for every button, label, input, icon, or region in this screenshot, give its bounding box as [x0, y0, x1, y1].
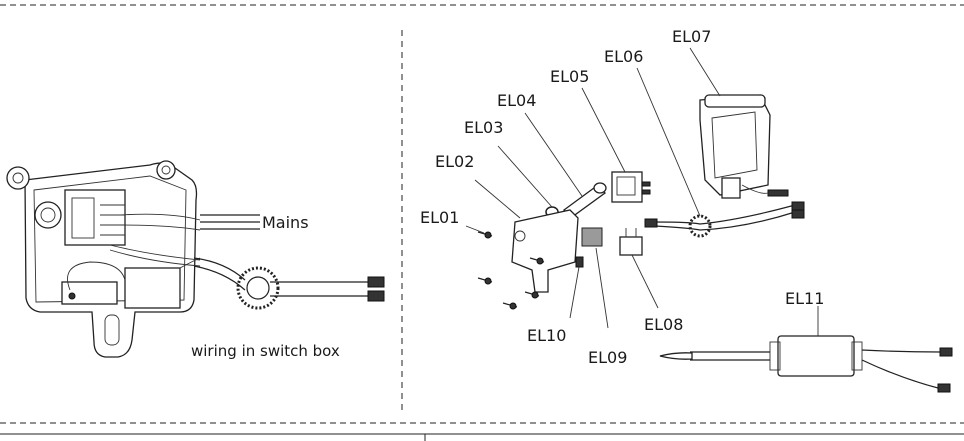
mount-hole-left [12, 172, 24, 184]
part-el08-capacitor [619, 236, 643, 256]
part-el06-cable [654, 204, 796, 225]
label-el09: EL09 [588, 348, 627, 367]
cable-port [34, 201, 62, 229]
label-el02: EL02 [435, 152, 474, 171]
internal-switch-block [64, 189, 126, 246]
exploded-parts-diagram: EL01 EL02 EL03 EL04 EL05 EL06 EL07 EL08 … [420, 27, 953, 393]
switch-box-caption: wiring in switch box [191, 342, 340, 360]
label-el08: EL08 [644, 315, 683, 334]
mount-ear-right [156, 160, 176, 180]
switch-block-detail [71, 197, 95, 239]
part-el11-filter [777, 335, 855, 377]
label-el04: EL04 [497, 91, 536, 110]
el07-connector [767, 189, 789, 197]
mains-label: Mains [262, 213, 309, 232]
part-el09-micro-switch [581, 227, 603, 247]
cable-port-inner [40, 207, 56, 223]
terminal-connector-1 [367, 276, 385, 288]
part-el05-switch [611, 171, 643, 203]
ferrite-toroid [236, 266, 280, 310]
label-el01: EL01 [420, 208, 459, 227]
part-el10 [575, 256, 584, 268]
label-el10: EL10 [527, 326, 566, 345]
label-el05: EL05 [550, 67, 589, 86]
mount-ear-left [6, 166, 30, 190]
el06-ferrite [688, 214, 712, 238]
label-el07: EL07 [672, 27, 711, 46]
switch-box-slot [104, 314, 120, 346]
label-el03: EL03 [464, 118, 503, 137]
part-el02-plate [511, 209, 579, 293]
mount-hole-right [161, 165, 171, 175]
internal-relay-box [124, 267, 181, 309]
terminal-connector-2 [367, 290, 385, 302]
label-el06: EL06 [604, 47, 643, 66]
micro-switch [61, 281, 118, 305]
switch-box-wiring-diagram: Mains wiring in switch box [6, 160, 385, 360]
label-el11: EL11 [785, 289, 824, 308]
part-el01-screws [477, 231, 545, 310]
switch-box-inner-wall [33, 175, 187, 303]
